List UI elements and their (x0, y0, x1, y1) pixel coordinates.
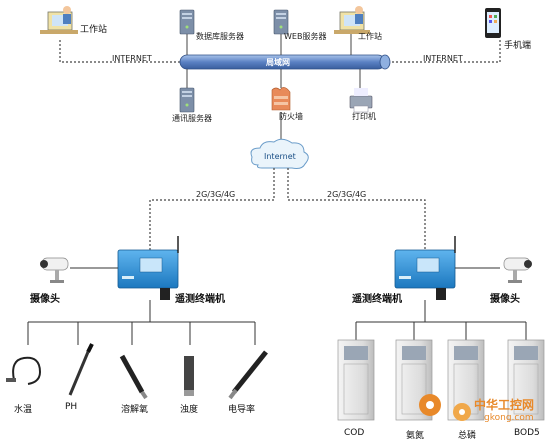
communication-server-icon (179, 87, 195, 113)
workstation-right-icon (334, 6, 370, 34)
analyzer-bus-right (355, 300, 527, 340)
label-lan: 局域网 (266, 58, 290, 67)
label-sensor-ph: PH (65, 402, 78, 412)
ph-sensor-icon (68, 343, 94, 396)
label-db-server: 数据库服务器 (196, 32, 244, 41)
watermark-gear-icon (419, 394, 471, 421)
label-rtu-right: 遥测终端机 (352, 294, 402, 305)
water-temp-sensor-icon (6, 356, 42, 385)
label-workstation-left: 工作站 (80, 25, 108, 35)
database-server-icon (179, 9, 195, 35)
label-comm-server: 通讯服务器 (172, 114, 212, 123)
label-mobile: 手机端 (504, 41, 532, 51)
dissolved-oxygen-sensor-icon (119, 354, 148, 400)
label-printer: 打印机 (352, 112, 376, 121)
internet-link-left (59, 40, 190, 63)
label-camera-left: 摄像头 (30, 294, 60, 305)
label-workstation-right: 工作站 (358, 32, 382, 41)
label-web-server: WEB服务器 (284, 32, 327, 41)
label-internet-cloud: Internet (264, 152, 296, 161)
label-analyzer-phosphorus: 总磷 (458, 431, 477, 441)
rtu-left-icon (117, 236, 179, 300)
web-server-icon (273, 9, 289, 35)
printer-icon (349, 88, 373, 113)
camera-right-icon (503, 257, 532, 283)
camera-left-icon (40, 257, 69, 283)
label-link-right: 2G/3G/4G (327, 190, 367, 199)
label-sensor-conductivity: 电导率 (228, 405, 256, 415)
label-sensor-water-temp: 水温 (14, 405, 33, 415)
label-analyzer-cod: COD (344, 428, 365, 438)
label-sensor-do: 溶解氧 (121, 405, 149, 415)
server-links (186, 34, 361, 145)
workstation-left-icon (40, 6, 78, 34)
label-firewall: 防火墙 (279, 112, 303, 121)
sensor-bus-left (27, 300, 256, 345)
rtu-right-icon (394, 236, 456, 300)
label-internet-left: INTERNET (112, 54, 152, 63)
firewall-icon (271, 87, 291, 111)
conductivity-sensor-icon (228, 350, 268, 400)
label-sensor-turbidity: 浊度 (180, 405, 199, 415)
label-analyzer-ammonia: 氨氮 (406, 431, 425, 441)
label-camera-right: 摄像头 (490, 294, 520, 305)
label-rtu-left: 遥测终端机 (175, 294, 225, 305)
wireless-links (149, 168, 426, 250)
analyzer-cod-icon (337, 339, 375, 421)
label-internet-right: INTERNET (423, 54, 463, 63)
watermark-brand: 中华工控网 (474, 398, 535, 412)
turbidity-sensor-icon (184, 356, 194, 396)
mobile-phone-icon (485, 8, 501, 38)
internet-link-right (380, 40, 501, 63)
analyzer-bod-icon (507, 339, 545, 421)
watermark-site: gkong.com (484, 413, 534, 423)
lan-bus (179, 54, 391, 70)
label-analyzer-bod: BOD5 (514, 428, 540, 438)
internet-cloud-icon (250, 138, 309, 169)
label-link-left: 2G/3G/4G (196, 190, 236, 199)
